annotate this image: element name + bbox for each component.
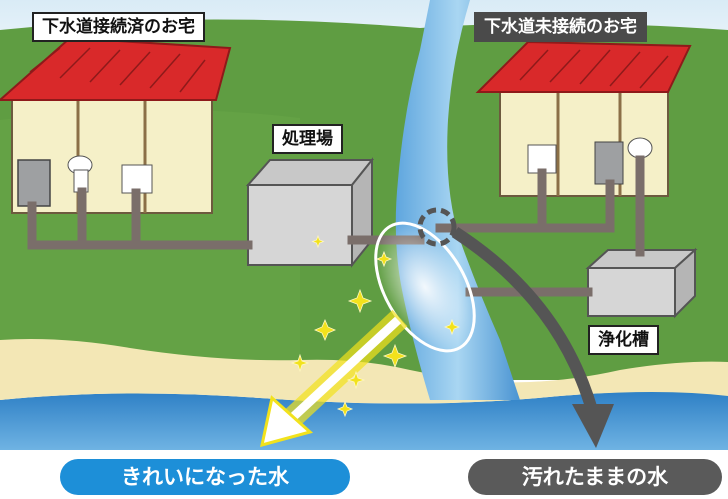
- septic-tank-box: [585, 247, 698, 319]
- clean-water-caption: きれいになった水: [60, 459, 350, 495]
- connected-home-label: 下水道接続済のお宅: [32, 12, 205, 42]
- connected-house: [0, 36, 232, 214]
- dirty-water-caption: 汚れたままの水: [468, 459, 722, 495]
- unconnected-home-label: 下水道未接続のお宅: [474, 12, 647, 42]
- dirty-water-arrow: [451, 226, 614, 448]
- sparkles: [290, 234, 461, 418]
- unconnected-house: [475, 40, 692, 197]
- treatment-plant-label: 処理場: [272, 124, 343, 154]
- septic-tank-label: 浄化槽: [588, 325, 659, 355]
- untreated-outlet-marker: [417, 207, 457, 247]
- treatment-plant-building: [245, 157, 375, 268]
- clean-water-arrow: [260, 309, 408, 448]
- sea: [0, 390, 728, 450]
- shore: [0, 339, 728, 404]
